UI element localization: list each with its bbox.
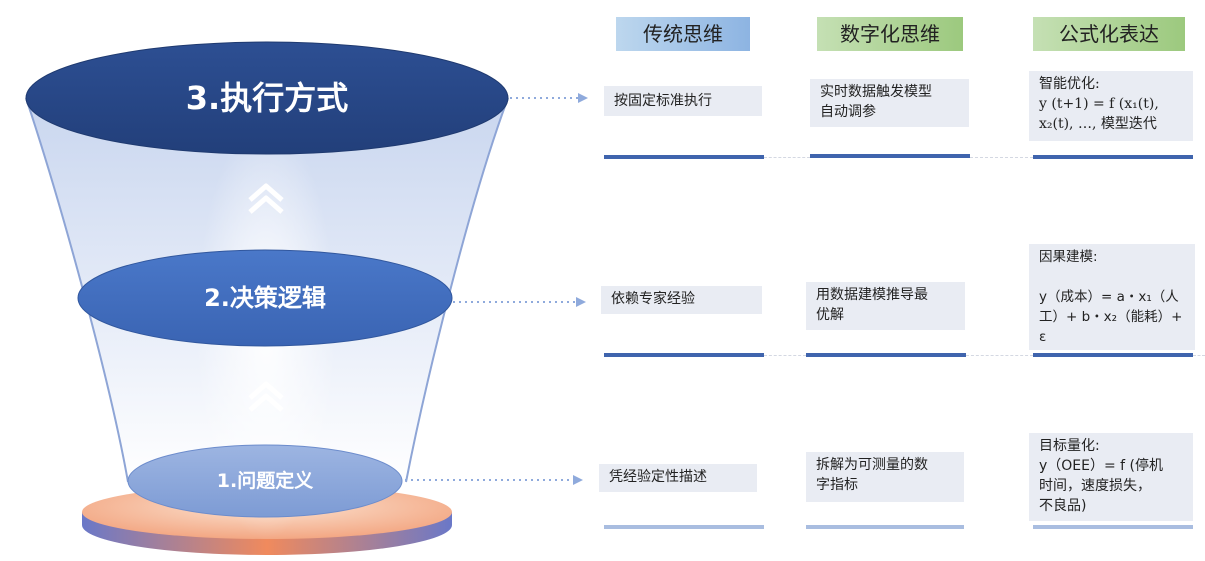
arrow-head-icon (573, 475, 583, 485)
divider-line (970, 157, 1033, 158)
column-header-traditional: 传统思维 (616, 17, 750, 51)
chevron-up-icon (248, 381, 284, 412)
cell-problem-formula: 目标量化: y（OEE）= f (停机 时间，速度损失， 不良品) (1029, 433, 1193, 521)
bar-decision-traditional (604, 353, 764, 357)
stage-ellipse-execution (25, 41, 509, 155)
divider-line (764, 157, 810, 158)
bar-decision-formula (1033, 353, 1193, 357)
stage-ellipse-decision (77, 249, 453, 347)
cell-execution-digital: 实时数据触发模型 自动调参 (810, 79, 969, 127)
bar-problem-formula (1033, 525, 1193, 529)
arrow-head-icon (576, 297, 586, 307)
bar-execution-traditional (604, 155, 764, 159)
cell-problem-traditional: 凭经验定性描述 (599, 464, 757, 492)
bar-execution-digital (810, 154, 970, 158)
divider-line (966, 355, 1033, 356)
funnel-diagram (25, 41, 588, 555)
column-header-formula: 公式化表达 (1033, 17, 1185, 51)
funnel-edge-right (405, 97, 509, 483)
divider-line (764, 355, 806, 356)
cell-decision-formula: 因果建模: y（成本）= a・x₁（人 工）+ b・x₂（能耗）+ ε (1029, 244, 1195, 350)
bar-problem-traditional (604, 525, 764, 529)
bar-decision-digital (806, 353, 966, 357)
cell-decision-traditional: 依赖专家经验 (601, 286, 762, 314)
stage-ellipse-problem (127, 444, 403, 518)
chevron-up-icon (248, 183, 284, 214)
arrow-head-icon (578, 93, 588, 103)
cell-execution-formula: 智能优化: y (t+1) = f (x₁(t), x₂(t), …, 模型迭代 (1029, 71, 1193, 141)
column-header-digital: 数字化思维 (817, 17, 963, 51)
stage-label-decision: 2.决策逻辑 (204, 284, 326, 312)
divider-line (1193, 355, 1205, 356)
stage-label-execution: 3.执行方式 (185, 79, 349, 117)
stage-label-problem: 1.问题定义 (216, 470, 314, 492)
cell-execution-traditional: 按固定标准执行 (604, 86, 762, 116)
bar-problem-digital (806, 525, 964, 529)
cell-problem-digital: 拆解为可测量的数 字指标 (806, 452, 964, 502)
cell-decision-digital: 用数据建模推导最 优解 (806, 282, 965, 330)
bar-execution-formula (1033, 155, 1193, 159)
